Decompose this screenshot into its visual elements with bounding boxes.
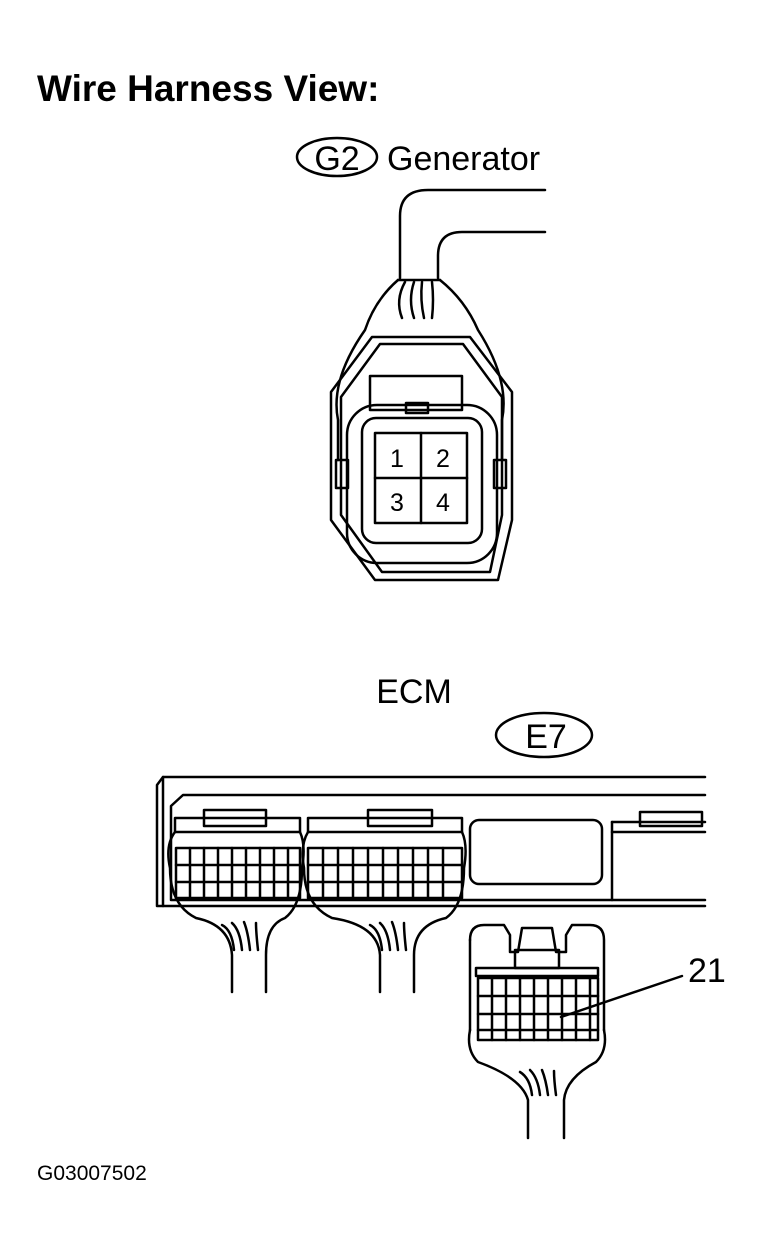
- ecm-label: ECM: [376, 673, 452, 711]
- generator-pin-cavity: [360, 416, 484, 545]
- pin-label-2: 2: [436, 445, 450, 473]
- pin-21-callout: 21: [688, 952, 726, 990]
- generator-housing-outer: [329, 335, 514, 582]
- generator-wire-inner: [436, 230, 547, 280]
- generator-name-label: Generator: [387, 140, 540, 178]
- pin-label-4: 4: [436, 489, 450, 517]
- pin-label-1: 1: [390, 445, 404, 473]
- ecm-connector-2: [301, 808, 467, 994]
- e7-connector: [467, 923, 684, 1140]
- e7-code-bubble: [494, 711, 594, 759]
- ecm-unit: [155, 711, 707, 1140]
- generator-boot: [335, 278, 505, 462]
- ecm-connector-rail: [169, 793, 707, 902]
- generator-lock-tab: [368, 374, 464, 412]
- ecm-connector-1: [167, 808, 305, 994]
- e7-code-label: E7: [525, 718, 567, 756]
- ecm-case: [155, 775, 707, 908]
- page-title: Wire Harness View:: [37, 68, 380, 109]
- generator-connector: [295, 136, 547, 582]
- generator-housing-inner: [339, 342, 504, 574]
- generator-face: [345, 403, 499, 565]
- g2-code-label: G2: [314, 140, 359, 178]
- g2-code-bubble: [295, 136, 379, 178]
- generator-wire-outer: [398, 188, 547, 280]
- e7-empty-socket: [468, 818, 604, 886]
- figure-reference: G03007502: [37, 1162, 147, 1185]
- pin-21-leader: [559, 974, 684, 1019]
- pin-label-3: 3: [390, 489, 404, 517]
